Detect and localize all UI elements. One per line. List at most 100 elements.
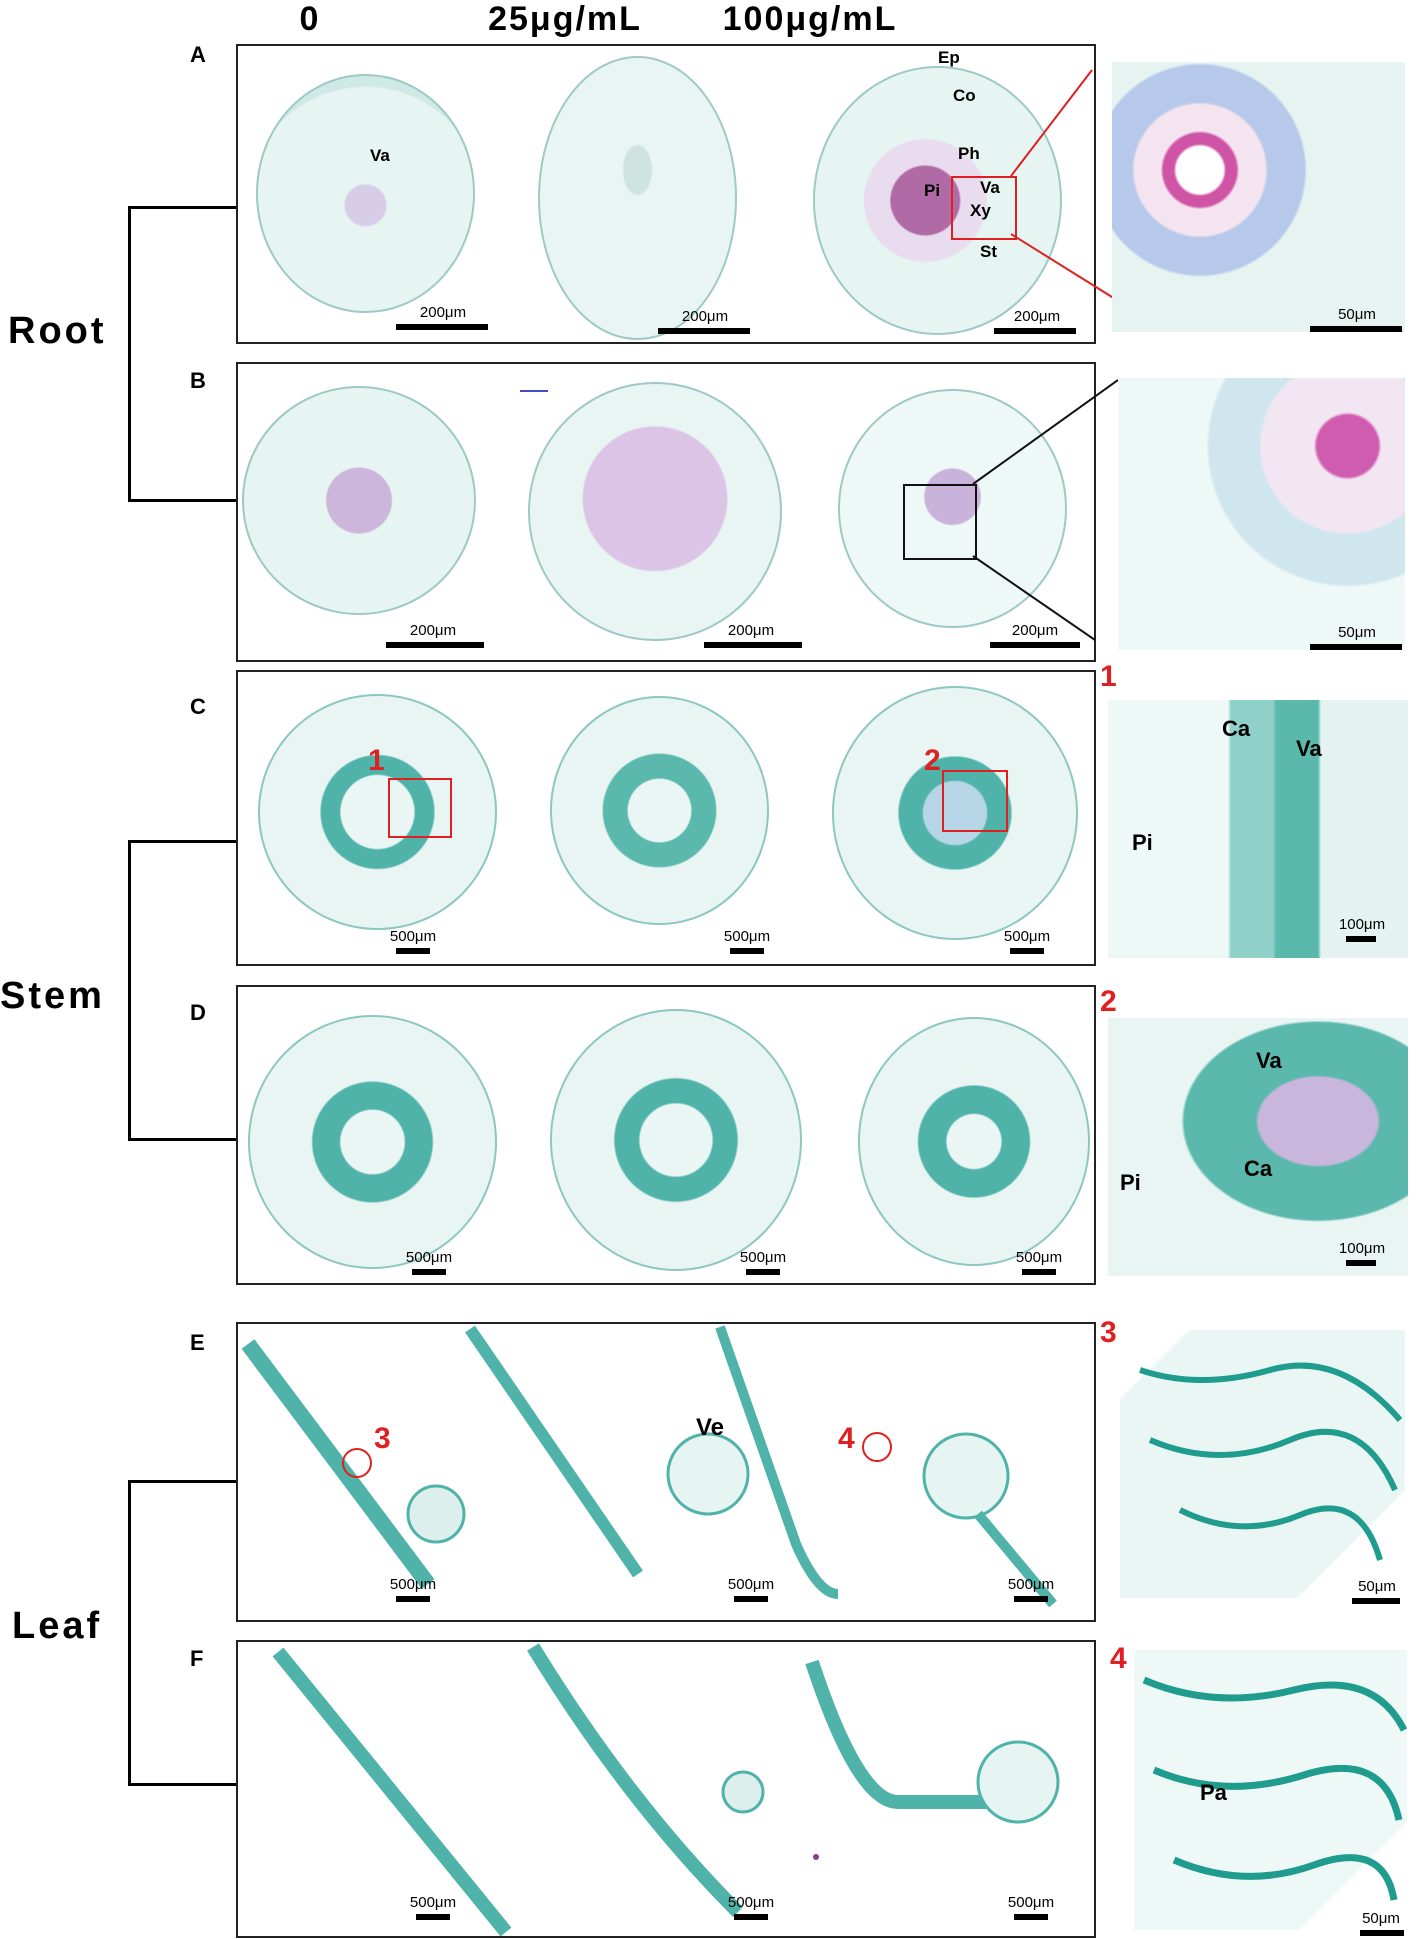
inset-d-stem [1108,1018,1408,1276]
stem-section-d-control [248,1015,497,1269]
scale-label-a3: 200μm [1013,308,1061,325]
stem-bracket [128,840,237,1141]
zoom-circle-4 [862,1432,892,1462]
panel-label-d: D [190,1000,206,1025]
scale-bar-e1 [396,1596,430,1602]
scale-bar-a2 [658,328,750,334]
scale-bar-b1 [386,642,484,648]
column-header-25: 25μg/mL [488,0,642,38]
marker-4-inset: 4 [1110,1642,1127,1675]
stem-section-d-25 [550,1009,802,1271]
scale-label-c2: 500μm [723,928,771,945]
inset-e-leaf [1120,1330,1405,1598]
leaf-sections-f [272,1643,1060,1936]
label-ep: Ep [938,48,960,67]
scale-bar-c3 [1010,948,1044,954]
label-pi-c: Pi [1132,830,1153,855]
inset-b-stele [1118,378,1405,650]
panel-label-b: B [190,368,206,393]
marker-1-c: 1 [368,744,385,777]
leaf-bracket [128,1480,237,1786]
inset-c-stem [1108,700,1408,958]
scale-label-f2: 500μm [727,1894,775,1911]
scale-bar-d1 [412,1269,446,1275]
label-co: Co [953,86,976,105]
label-ve: Ve [696,1414,725,1441]
scale-label-a1: 200μm [419,304,467,321]
root-section-control [256,74,475,313]
scale-label-e3: 500μm [1007,1576,1055,1593]
zoom-circle-3 [342,1448,372,1478]
scale-bar-f1 [416,1914,450,1920]
scale-bar-e2 [734,1596,768,1602]
label-xy: Xy [970,201,991,220]
stem-section-control [258,694,497,930]
scale-bar-b2 [704,642,802,648]
marker-3-inset: 3 [1100,1316,1117,1349]
label-pa: Pa [1200,1780,1227,1805]
inset-a-xylem [1112,62,1405,332]
zoom-box-b [903,484,977,560]
panel-d: 500μm 500μm 500μm [236,985,1096,1285]
panel-label-e: E [190,1330,205,1355]
root-section-b-100 [838,389,1067,628]
panel-label-c: C [190,694,206,719]
scale-label-e1: 500μm [389,1576,437,1593]
panel-b: 200μm 200μm 200μm [236,362,1096,662]
panel-f: 500μm 500μm 500μm [236,1640,1096,1938]
organ-label-stem: Stem [0,975,105,1017]
label-va-d: Va [1256,1048,1282,1073]
scale-label-f-inset: 50μm [1362,1910,1400,1927]
root-section-25 [538,56,737,340]
column-header-100: 100μg/mL [722,0,898,38]
label-va-a1: Va [370,146,390,165]
scale-bar-c-inset [1346,936,1376,942]
scale-bar-f3 [1014,1914,1048,1920]
scale-label-f3: 500μm [1007,1894,1055,1911]
marker-2-c: 2 [924,744,941,777]
scale-bar-b3 [990,642,1080,648]
scale-label-d-inset: 100μm [1338,1240,1386,1257]
marker-1-inset: 1 [1100,660,1117,693]
inset-f-leaf [1134,1650,1407,1930]
scale-label-b2: 200μm [727,622,775,639]
panel-c: 1 2 500μm 500μm 500μm [236,670,1096,966]
scale-bar-c2 [730,948,764,954]
scale-bar-e-inset [1352,1598,1400,1604]
stem-section-100 [832,686,1078,940]
label-ca-d: Ca [1244,1156,1273,1181]
root-section-b-25 [528,382,782,641]
scale-bar-b-inset [1310,644,1402,650]
scale-label-a2: 200μm [681,308,729,325]
scale-bar-a3 [994,328,1076,334]
scale-label-c3: 500μm [1003,928,1051,945]
label-st: St [980,242,997,261]
root-bracket [128,206,237,502]
marker-4-e: 4 [838,1422,855,1455]
organ-label-root: Root [8,310,107,352]
panel-label-a: A [190,42,206,67]
scale-label-d2: 500μm [739,1249,787,1266]
label-ph: Ph [958,144,980,163]
scale-bar-d-inset [1346,1260,1376,1266]
scale-bar-f2 [734,1914,768,1920]
leaf-sections-e [241,1325,1057,1608]
scale-bar-d3 [1022,1269,1056,1275]
marker-3-e: 3 [374,1422,391,1455]
zoom-box-c1 [388,778,452,838]
zoom-box-c2 [942,770,1008,832]
scale-label-d3: 500μm [1015,1249,1063,1266]
scale-label-a-inset: 50μm [1338,306,1376,323]
inset-e-cells [1139,1362,1403,1561]
panel-e: 3 Ve 4 500μm 500μm 500μm [236,1322,1096,1622]
root-section-100 [813,66,1062,335]
scale-bar-a1 [396,324,488,330]
scale-label-e2: 500μm [727,1576,775,1593]
root-section-b-control [242,386,476,615]
scale-label-d1: 500μm [405,1249,453,1266]
scale-bar-d2 [746,1269,780,1275]
scale-label-b3: 200μm [1011,622,1059,639]
organ-label-leaf: Leaf [12,1605,103,1647]
scale-bar-f-inset [1360,1930,1404,1936]
